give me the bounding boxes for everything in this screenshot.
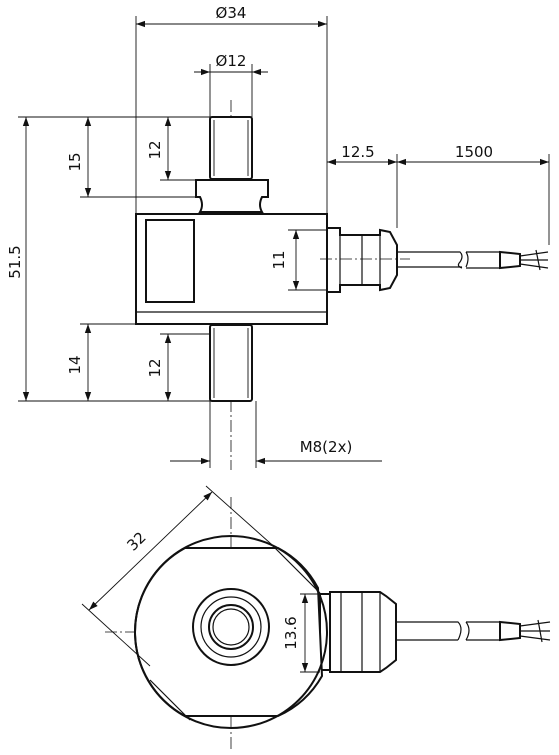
dim-total-height: 51.5 bbox=[6, 245, 24, 278]
top-thread-bore bbox=[208, 604, 254, 650]
body-recess bbox=[145, 219, 195, 303]
cable-sleeve bbox=[499, 250, 521, 270]
dim-lower-thread: 12 bbox=[146, 358, 164, 377]
top-cable-gland bbox=[329, 591, 397, 673]
dim-lower-stud: 14 bbox=[66, 355, 84, 374]
side-view: Ø34 Ø12 51.5 15 12 12.5 1500 11 bbox=[6, 4, 550, 470]
upper-stud bbox=[209, 116, 253, 180]
top-hub-outer bbox=[192, 588, 270, 666]
cable bbox=[397, 251, 463, 269]
dim-flat-width: 32 bbox=[123, 528, 149, 554]
dim-gland-width: 13.6 bbox=[282, 616, 300, 649]
top-view: 32 13.6 bbox=[81, 485, 551, 752]
dim-gland-offset: 12.5 bbox=[341, 143, 374, 161]
dim-diameter-body: Ø34 bbox=[216, 4, 247, 22]
cable-wires bbox=[519, 249, 549, 271]
dim-gland-height: 11 bbox=[270, 250, 288, 269]
dim-diameter-thread: Ø12 bbox=[216, 52, 247, 70]
dim-upper-stud: 15 bbox=[66, 152, 84, 171]
dim-cable-length: 1500 bbox=[455, 143, 493, 161]
top-cable-wires bbox=[519, 619, 551, 643]
top-cable bbox=[396, 621, 462, 641]
dim-upper-thread: 12 bbox=[146, 140, 164, 159]
sensor-body bbox=[135, 213, 328, 325]
lower-stud bbox=[209, 324, 253, 402]
dim-thread-spec: M8(2x) bbox=[300, 438, 353, 456]
upper-collar bbox=[195, 179, 269, 213]
